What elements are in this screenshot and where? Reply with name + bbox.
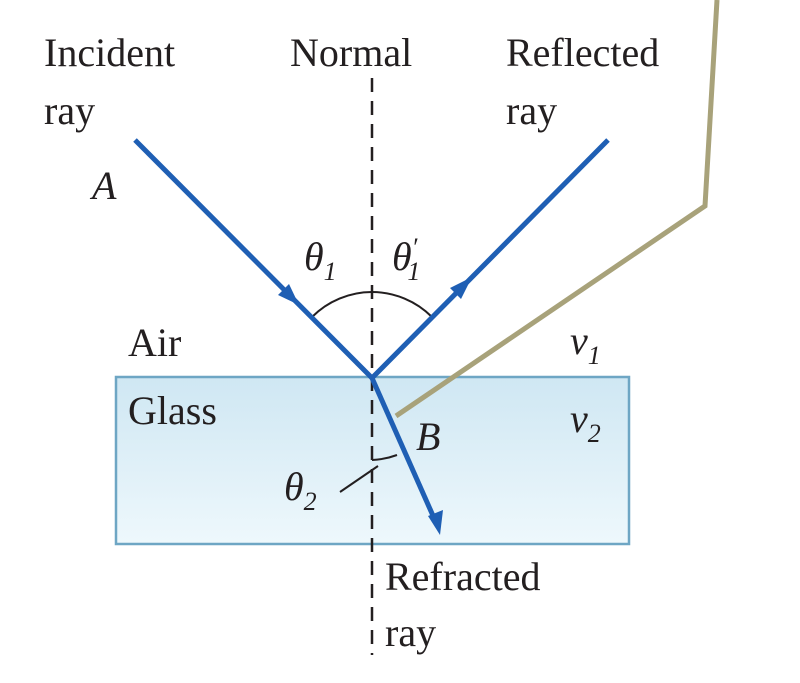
theta2-arc — [371, 454, 398, 461]
reflected-ray — [370, 138, 610, 380]
reflected-label-line2: ray — [506, 88, 557, 133]
refracted-ray — [369, 376, 437, 520]
v2-label: v2 — [570, 396, 601, 448]
theta2-label: θ2 — [284, 464, 317, 516]
incident-ray — [133, 138, 374, 380]
theta2-leader — [339, 465, 379, 493]
point-b-label: B — [416, 414, 440, 459]
point-a-label: A — [89, 163, 117, 208]
reflected-arrowhead — [450, 277, 472, 299]
normal-label: Normal — [290, 30, 412, 75]
reflected-label-line1: Reflected — [506, 30, 659, 75]
air-label: Air — [128, 320, 181, 365]
incident-arrowhead — [278, 284, 299, 305]
theta1-prime-arc — [371, 291, 433, 318]
theta1-label: θ1 — [304, 234, 337, 286]
incident-label-line2: ray — [44, 88, 95, 133]
refracted-label-line1: Refracted — [385, 554, 540, 599]
theta1-arc — [311, 291, 373, 318]
glass-label: Glass — [128, 388, 217, 433]
v1-label: v1 — [570, 318, 601, 370]
theta1-prime-label: θ′1 — [392, 233, 420, 286]
incident-label-line1: Incident — [44, 30, 175, 75]
refracted-label-line2: ray — [385, 610, 436, 655]
pointer-line — [394, 0, 720, 419]
refracted-arrowhead — [428, 510, 443, 535]
